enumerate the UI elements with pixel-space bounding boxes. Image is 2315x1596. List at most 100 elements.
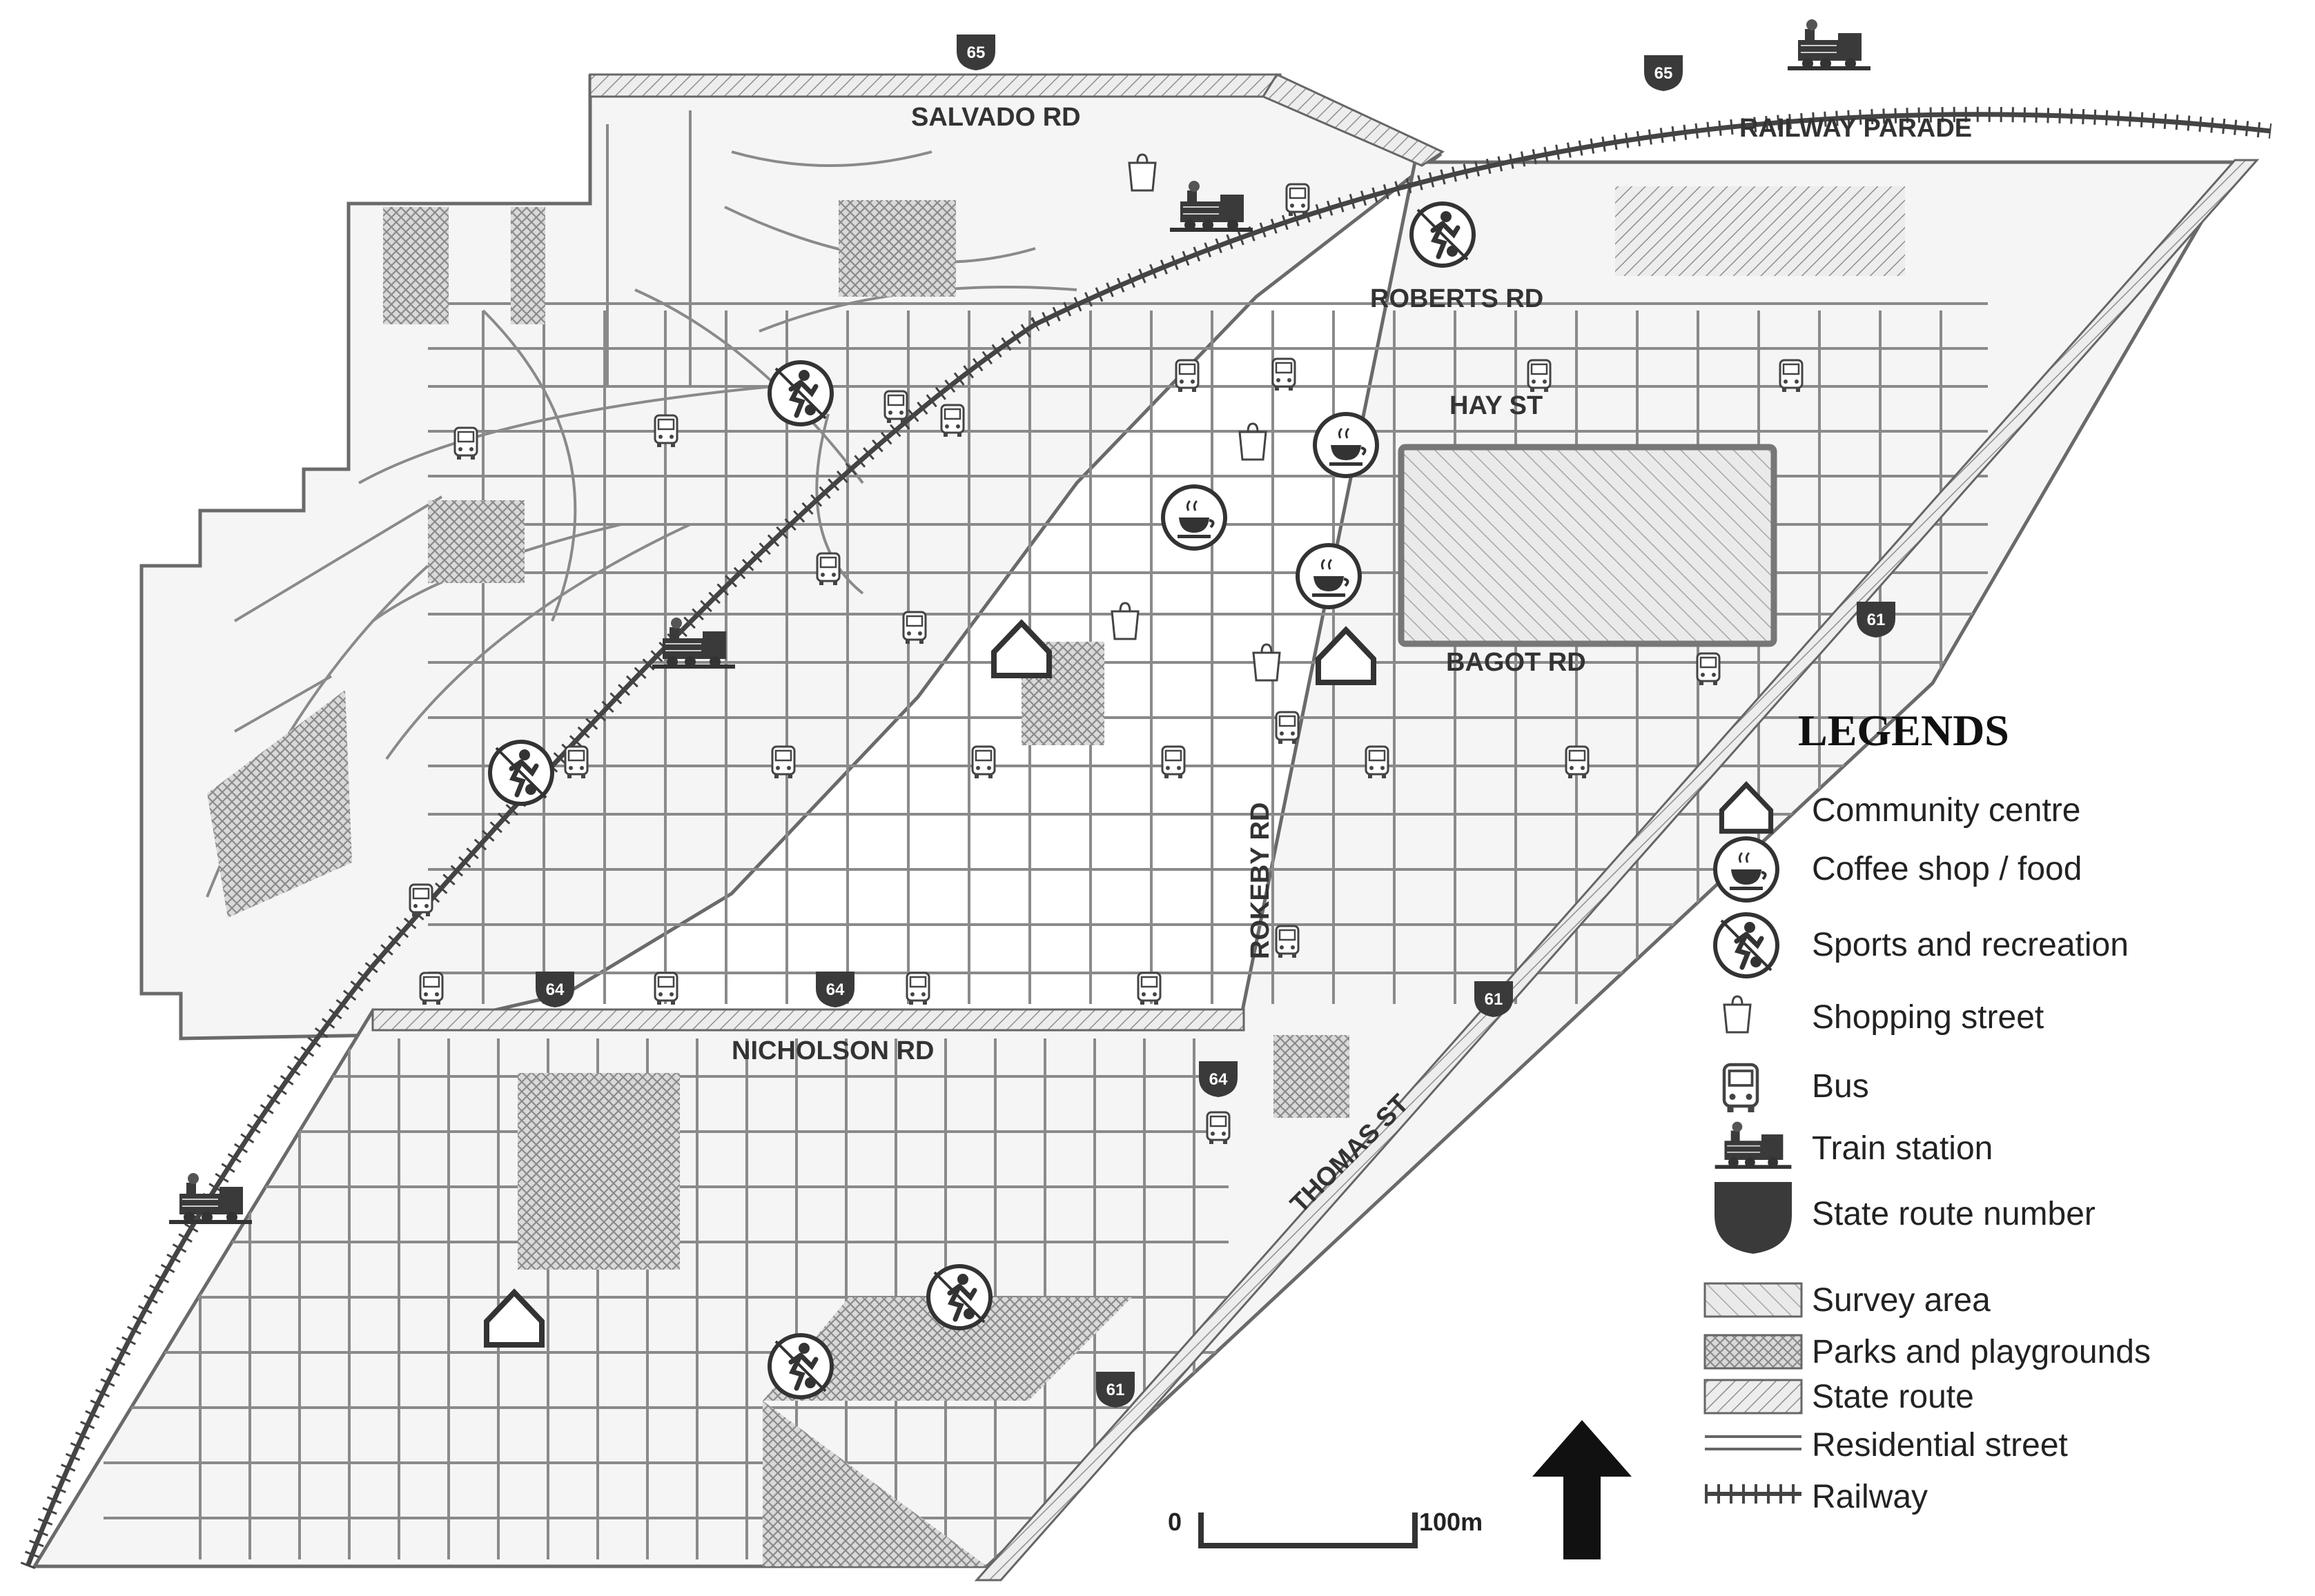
survey-area-swatch — [1703, 1282, 1803, 1318]
sports-icon — [1412, 204, 1474, 266]
route-shield-icon: 64 — [536, 972, 574, 1007]
route-shield-icon: 65 — [957, 35, 995, 70]
sports-icon — [490, 742, 552, 804]
svg-text:65: 65 — [967, 43, 986, 62]
legend-label: Shopping street — [1812, 999, 2044, 1036]
bus-icon — [1285, 183, 1310, 217]
state-routes — [371, 73, 2260, 1582]
train-icon — [1714, 1121, 1793, 1170]
legend-item-state-route: State route — [1703, 1379, 1974, 1415]
bus-icon — [1206, 1111, 1231, 1145]
route-shield-icon: 64 — [816, 972, 854, 1007]
coffee-icon — [1715, 838, 1777, 900]
scale-end-label: 100m — [1419, 1508, 1483, 1536]
legend-item-bus: Bus — [1724, 1065, 1869, 1112]
salvado-rd-label: SALVADO RD — [911, 103, 1081, 132]
bus-icon — [1175, 359, 1200, 393]
legend-item-coffee: Coffee shop / food — [1715, 838, 2082, 900]
survey-area — [1398, 444, 1777, 647]
bus-icon — [1365, 745, 1389, 780]
route-shield-icon: 61 — [1096, 1372, 1135, 1408]
legend-label: Sports and recreation — [1812, 927, 2129, 963]
bus-icon — [654, 414, 678, 449]
route-shield-icon: 65 — [1644, 55, 1683, 91]
legend-item-route-shield: State route number — [1715, 1182, 2096, 1254]
bus-icon — [1696, 652, 1721, 687]
route-shield-icon: 61 — [1474, 981, 1513, 1017]
bus-icon — [409, 883, 433, 918]
legend-label: State route — [1812, 1379, 1974, 1415]
legend-item-train: Train station — [1714, 1121, 1993, 1170]
shopping-bag-icon — [1111, 602, 1140, 640]
bus-icon — [1527, 359, 1552, 393]
scale-bar: 0 100m — [1168, 1508, 1483, 1548]
svg-text:64: 64 — [826, 981, 845, 999]
bus-icon — [1724, 1065, 1757, 1112]
bus-icon — [1271, 357, 1296, 392]
bus-icon — [1275, 925, 1300, 959]
shopping-bag-icon — [1238, 422, 1267, 461]
residential-streets — [104, 110, 1988, 1559]
legend-item-park: Parks and playgrounds — [1703, 1334, 2151, 1370]
bagot-rd-label: BAGOT RD — [1446, 648, 1586, 677]
bus-icon — [883, 390, 908, 424]
community-centre-icon — [994, 623, 1049, 676]
parks — [207, 186, 1905, 1566]
bus-icon — [940, 404, 965, 438]
sports-icon — [1715, 914, 1777, 976]
route-shield-icon: 64 — [1199, 1061, 1238, 1097]
legend-item-railway: Railway — [1705, 1479, 1928, 1515]
train-icon — [168, 1173, 253, 1225]
svg-text:65: 65 — [1654, 64, 1673, 83]
bus-icon — [1275, 711, 1300, 745]
bus-icon — [906, 972, 930, 1006]
legend-item-residential-street: Residential street — [1705, 1427, 2068, 1464]
legend-label: Community centre — [1812, 792, 2080, 829]
northwest-area — [139, 74, 1443, 1041]
shopping-bag-icon — [1252, 643, 1281, 682]
svg-text:64: 64 — [1209, 1070, 1228, 1089]
legend-label: Bus — [1812, 1068, 1869, 1105]
bus-icon — [654, 972, 678, 1006]
shopping-bag-icon — [1723, 995, 1752, 1034]
bus-icon — [1161, 745, 1186, 780]
legend-title: LEGENDS — [1798, 706, 2009, 755]
bus-icon — [1779, 359, 1804, 393]
bus-icon — [1565, 745, 1590, 780]
legend-item-sports: Sports and recreation — [1715, 914, 2129, 976]
park-swatch — [1703, 1334, 1803, 1370]
rokeby-rd-label: ROKEBY RD — [1246, 802, 1275, 959]
route-shields: 65 65 64 64 64 61 61 61 — [536, 35, 1895, 1408]
legend-item-community-centre: Community centre — [1721, 785, 2080, 831]
route-shield-icon: 61 — [1857, 602, 1895, 638]
bus-icon — [902, 611, 927, 645]
bus-icon — [419, 972, 444, 1006]
sports-icon — [770, 1335, 832, 1397]
scale-start-label: 0 — [1168, 1508, 1182, 1536]
legend-label: Train station — [1812, 1130, 1993, 1167]
svg-text:61: 61 — [1867, 611, 1886, 629]
coffee-icon — [1298, 545, 1360, 607]
route-shield-icon — [1715, 1182, 1792, 1254]
map-body: SALVADO RD RAILWAY PARADE ROBERTS RD HAY… — [20, 19, 2272, 1582]
residential-street-swatch — [1705, 1435, 1801, 1450]
legend-label: Railway — [1812, 1479, 1928, 1515]
legend-label: State route number — [1812, 1196, 2096, 1232]
legend-item-survey-area: Survey area — [1703, 1282, 1991, 1319]
coffee-icon — [1163, 486, 1225, 549]
bus-icon — [564, 745, 589, 780]
bus-icon — [771, 745, 796, 780]
bus-icon — [816, 552, 841, 587]
bus-icon — [971, 745, 996, 780]
sports-icon — [928, 1266, 990, 1328]
sports-icon — [770, 362, 832, 424]
svg-text:61: 61 — [1485, 990, 1503, 1009]
railway-parade-label: RAILWAY PARADE — [1739, 114, 1972, 143]
bus-icon — [453, 426, 478, 461]
nicholson-rd-label: NICHOLSON RD — [732, 1036, 934, 1065]
legend-label: Survey area — [1812, 1282, 1991, 1319]
bus-icon — [1137, 972, 1162, 1006]
svg-text:61: 61 — [1106, 1381, 1125, 1399]
